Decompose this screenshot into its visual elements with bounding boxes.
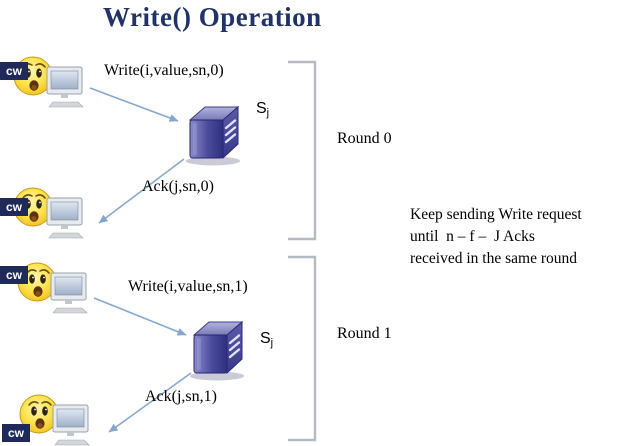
retry-note: Keep sending Write request until n – f –…: [410, 204, 582, 270]
slide-title: Write() Operation: [103, 2, 322, 32]
round0-label: Round 0: [337, 130, 392, 147]
retry-note-line: received in the same round: [410, 250, 577, 267]
client-label-badge: cw: [2, 424, 31, 442]
server-name: S: [260, 330, 271, 347]
server-round1: [184, 313, 254, 383]
server-label-round0: Sj: [256, 100, 269, 119]
client-label-badge: cw: [0, 198, 29, 216]
client-label-badge: cw: [0, 62, 29, 80]
server-subscript: j: [270, 337, 274, 349]
client-writer-round0-send: [8, 52, 88, 108]
server-round0: [180, 98, 250, 168]
retry-note-line: until n – f – J Acks: [410, 228, 535, 245]
server-label-round1: Sj: [260, 330, 273, 349]
write-arrow-round1: [93, 297, 187, 336]
server-name: S: [256, 100, 267, 117]
ack-message-round1: Ack(j,sn,1): [145, 388, 217, 405]
round0-bracket: [288, 60, 317, 241]
write-arrow-round0: [89, 87, 179, 122]
server-subscript: j: [266, 107, 270, 119]
client-label-badge: cw: [0, 266, 29, 284]
ack-message-round0: Ack(j,sn,0): [142, 178, 214, 195]
round1-label: Round 1: [337, 325, 392, 342]
round1-bracket: [288, 255, 317, 442]
client-computer-icon: [8, 52, 88, 108]
server-icon: [184, 313, 254, 383]
server-icon: [180, 98, 250, 168]
write-message-round0: Write(i,value,sn,0): [104, 62, 224, 79]
write-message-round1: Write(i,value,sn,1): [128, 278, 248, 295]
retry-note-line: Keep sending Write request: [410, 206, 582, 223]
